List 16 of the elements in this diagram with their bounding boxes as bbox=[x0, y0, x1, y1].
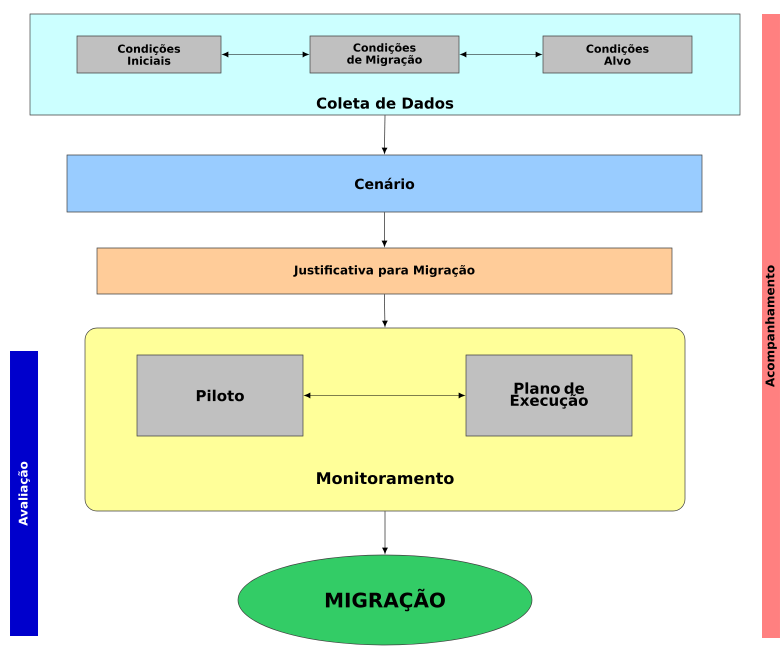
side-bar: Avaliação bbox=[10, 351, 38, 636]
arrow bbox=[460, 52, 542, 58]
arrow bbox=[304, 392, 465, 398]
arrow bbox=[382, 294, 388, 327]
arrow bbox=[222, 52, 309, 58]
process-box: Cenário bbox=[66, 154, 702, 212]
process-box: Justificativa para Migração bbox=[96, 248, 672, 294]
process-box: Piloto bbox=[136, 354, 304, 436]
side-bar: Acompanhamento bbox=[762, 14, 780, 638]
process-box: Plano de Execução bbox=[466, 354, 632, 436]
arrow bbox=[382, 212, 388, 247]
arrow bbox=[382, 511, 388, 554]
process-box: Condições Alvo bbox=[542, 36, 692, 74]
arrow bbox=[382, 115, 388, 154]
process-box: Condições de Migração bbox=[310, 36, 460, 74]
process-box: Condições Iniciais bbox=[76, 36, 222, 74]
